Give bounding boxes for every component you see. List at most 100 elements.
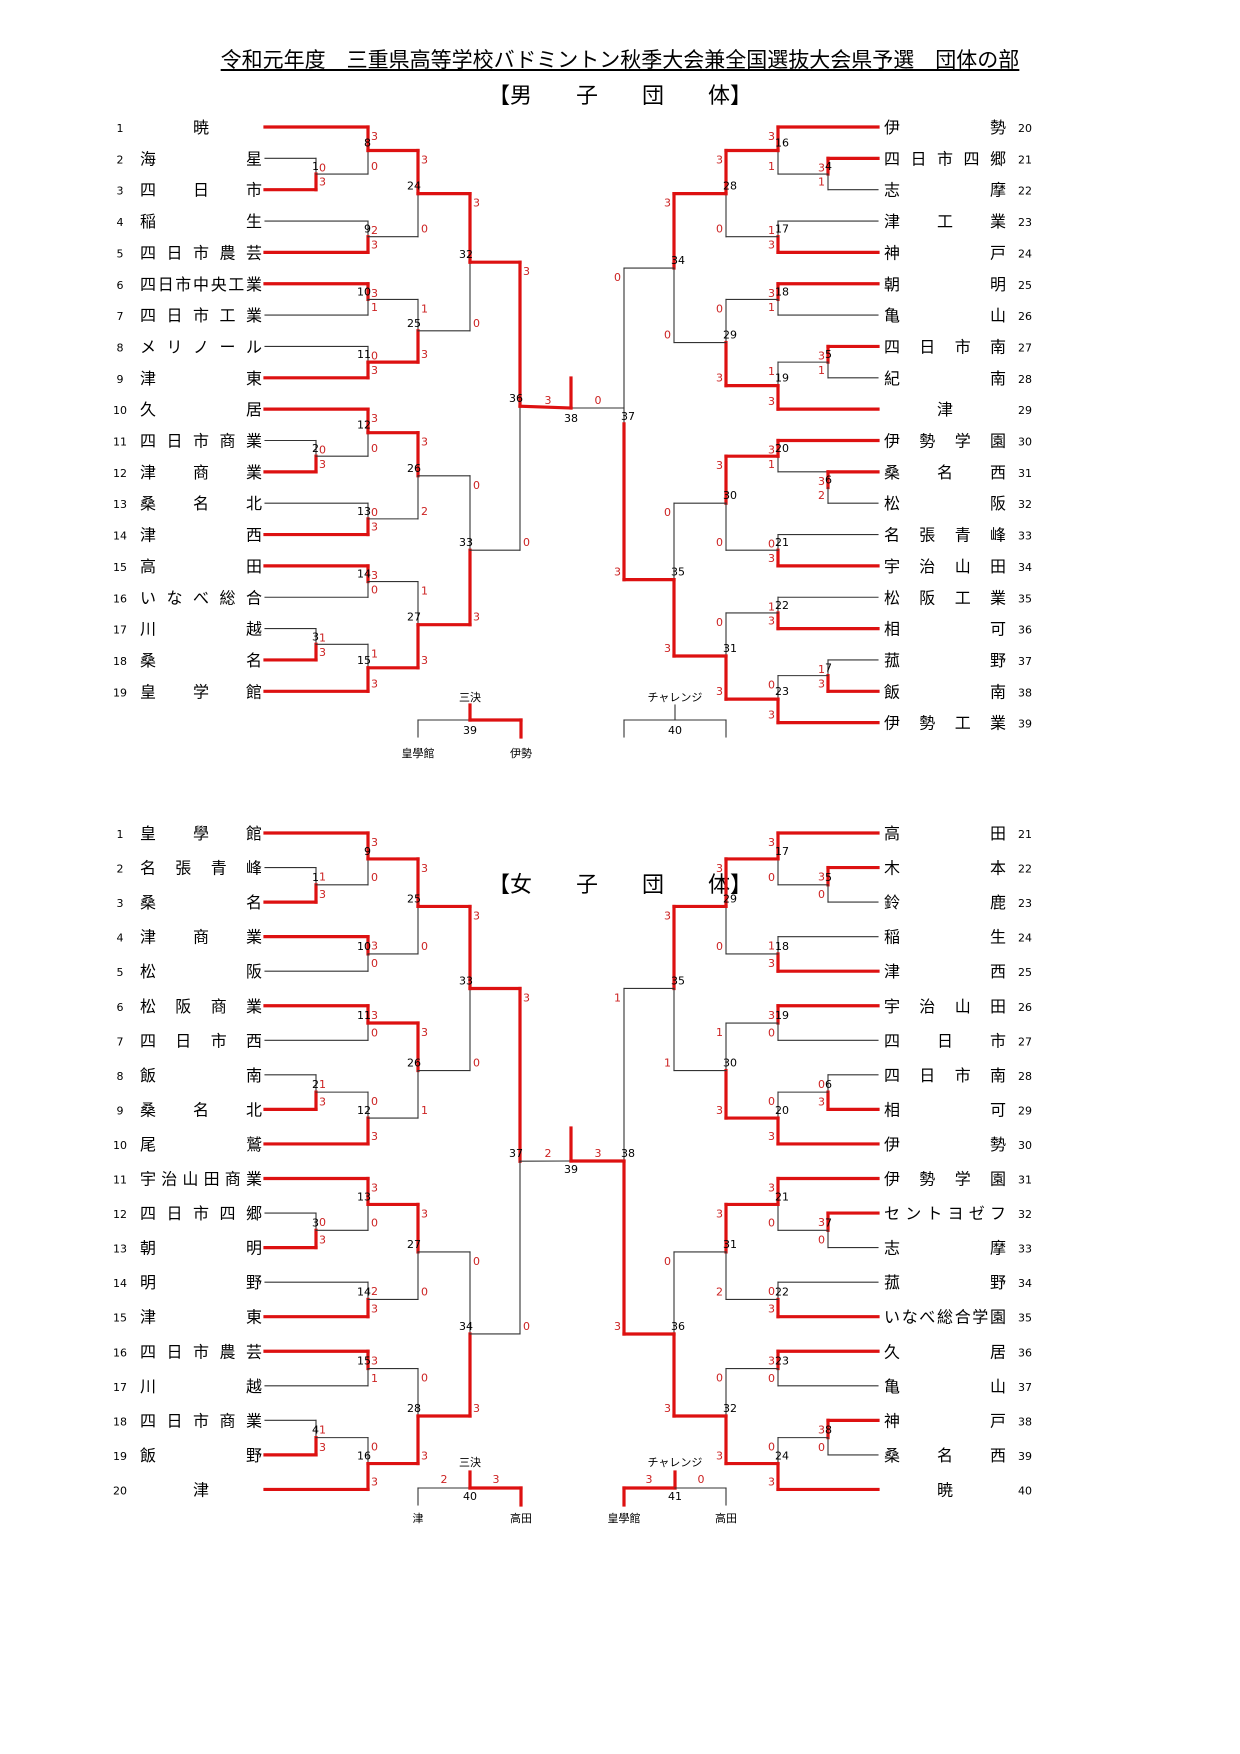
team-number: 34 <box>1018 561 1032 574</box>
score: 1 <box>818 176 825 189</box>
score: 3 <box>421 1026 428 1039</box>
score: 2 <box>818 489 825 502</box>
team-name: 宇治山田 <box>884 557 1006 576</box>
team-number: 36 <box>1018 1346 1032 1359</box>
third-place-label: 三決 <box>459 691 481 704</box>
match-number: 35 <box>671 566 685 579</box>
team-number: 3 <box>117 185 124 198</box>
match-number: 9 <box>364 845 371 858</box>
score: 0 <box>371 1441 378 1454</box>
score: 3 <box>421 436 428 449</box>
third-place-right: 伊勢 <box>510 746 532 760</box>
team-name: 名張青峰 <box>140 859 262 878</box>
match-number: 30 <box>723 1057 737 1070</box>
match-number: 36 <box>671 1320 685 1333</box>
match-number: 2 <box>312 442 319 455</box>
score: 3 <box>818 349 825 362</box>
score: 3 <box>614 566 621 579</box>
score: 0 <box>421 940 428 953</box>
score: 0 <box>768 1095 775 1108</box>
match-number: 23 <box>775 1355 789 1368</box>
team-number: 37 <box>1018 655 1032 668</box>
team-name: 志摩 <box>884 181 1006 200</box>
team-name: 松阪工業 <box>884 588 1006 607</box>
score: 0 <box>473 1255 480 1268</box>
score: 3 <box>818 161 825 174</box>
match-number: 29 <box>723 329 737 342</box>
match-number: 40 <box>463 1490 477 1503</box>
match-number: 32 <box>459 248 473 261</box>
match-number: 15 <box>357 654 371 667</box>
score: 1 <box>319 1423 326 1436</box>
score: 0 <box>664 506 671 519</box>
match-number: 10 <box>357 940 371 953</box>
match-number: 9 <box>364 223 371 236</box>
match-number: 32 <box>723 1402 737 1415</box>
score: 0 <box>473 479 480 492</box>
team-name: 尾鷲 <box>140 1135 262 1154</box>
score: 0 <box>319 1216 326 1229</box>
match-number: 27 <box>407 1238 421 1251</box>
score: 0 <box>768 1216 775 1229</box>
match-number: 18 <box>775 940 789 953</box>
score: 3 <box>818 677 825 690</box>
team-number: 34 <box>1018 1277 1032 1290</box>
score: 0 <box>371 349 378 362</box>
team-name: 明野 <box>140 1273 262 1292</box>
match-number: 17 <box>775 845 789 858</box>
team-name: 久居 <box>884 1342 1006 1361</box>
score: 0 <box>716 1372 723 1385</box>
match-number: 25 <box>407 892 421 905</box>
score: 3 <box>768 836 775 849</box>
team-number: 33 <box>1018 530 1032 543</box>
match-number: 4 <box>825 160 832 173</box>
score: 3 <box>319 1095 326 1108</box>
score: 1 <box>421 302 428 315</box>
score: 1 <box>371 647 378 660</box>
score: 0 <box>818 1078 825 1091</box>
team-name: 津 <box>937 400 953 419</box>
team-number: 10 <box>113 1139 127 1152</box>
score: 3 <box>595 1147 602 1160</box>
score: 0 <box>614 271 621 284</box>
team-number: 13 <box>113 1243 127 1256</box>
match-number: 30 <box>723 489 737 502</box>
match-number: 35 <box>671 974 685 987</box>
team-number: 40 <box>1018 1484 1032 1497</box>
match-number: 6 <box>825 1078 832 1091</box>
score: 1 <box>371 1372 378 1385</box>
score: 3 <box>664 909 671 922</box>
match-number: 28 <box>407 1402 421 1415</box>
team-number: 26 <box>1018 310 1032 323</box>
score: 0 <box>595 394 602 407</box>
match-number: 12 <box>357 419 371 432</box>
team-number: 19 <box>113 1450 127 1463</box>
team-number: 8 <box>117 341 124 354</box>
score: 0 <box>664 1255 671 1268</box>
score: 1 <box>716 1026 723 1039</box>
score: 0 <box>716 940 723 953</box>
match-number: 20 <box>775 1104 789 1117</box>
score: 3 <box>371 130 378 143</box>
challenge-label: チャレンジ <box>648 1456 703 1469</box>
score: 2 <box>421 505 428 518</box>
team-number: 2 <box>117 863 124 876</box>
team-name: 川越 <box>140 620 262 639</box>
score: 3 <box>818 1216 825 1229</box>
score: 3 <box>614 1320 621 1333</box>
team-name: いなべ総合 <box>140 588 262 607</box>
team-number: 13 <box>113 498 127 511</box>
team-number: 22 <box>1018 863 1032 876</box>
team-name: 四日市南 <box>884 1066 1006 1085</box>
score: 0 <box>698 1473 705 1486</box>
score: 1 <box>818 663 825 676</box>
match-number: 19 <box>775 1009 789 1022</box>
score: 3 <box>319 1234 326 1247</box>
score: 1 <box>319 1078 326 1091</box>
match-number: 12 <box>357 1104 371 1117</box>
score: 0 <box>371 1026 378 1039</box>
team-number: 15 <box>113 561 127 574</box>
team-number: 11 <box>113 436 127 449</box>
score: 1 <box>818 364 825 377</box>
score: 3 <box>371 521 378 534</box>
